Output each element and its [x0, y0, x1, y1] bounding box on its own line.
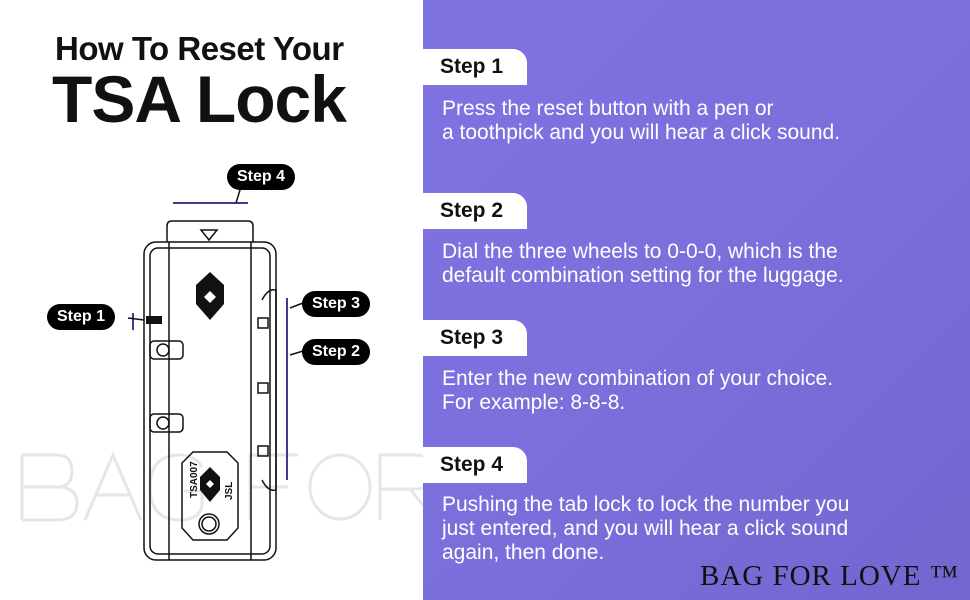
step-4-line: just entered, and you will hear a click … — [442, 517, 849, 540]
slot-1 — [149, 340, 184, 360]
step-1-label: Step 1 — [440, 55, 504, 78]
tab-lock — [166, 220, 254, 242]
step-4-tab: Step 4 — [423, 447, 527, 483]
step-1-tab: Step 1 — [423, 49, 527, 85]
step-2-line: default combination setting for the lugg… — [442, 264, 844, 287]
dial-wheels — [257, 288, 277, 492]
slot-2 — [149, 413, 184, 433]
watermark-letter-f — [248, 453, 298, 520]
lock-label-step4: Step 4 — [227, 164, 296, 190]
model-text: TSA007 — [189, 461, 200, 498]
tsa-lock-diagram: TSA007 JSL — [127, 189, 304, 561]
reset-button — [146, 316, 162, 324]
step-3-line: For example: 8-8-8. — [442, 391, 626, 414]
step4-leader — [235, 189, 241, 204]
step-2-label: Step 2 — [440, 199, 504, 222]
steps-panel — [423, 0, 970, 600]
step-4-line: again, then done. — [442, 541, 605, 564]
arrow-down-icon — [199, 229, 219, 242]
step-3-tab: Step 3 — [423, 320, 527, 356]
lock-label-step3: Step 3 — [302, 291, 371, 317]
step-1-line: a toothpick and you will hear a click so… — [442, 121, 841, 144]
lock-label-step1: Step 1 — [47, 304, 116, 330]
watermark-letter-o — [308, 453, 372, 521]
brand-text: JSL — [224, 482, 235, 500]
step-4-line: Pushing the tab lock to lock the number … — [442, 493, 850, 516]
step-3-label: Step 3 — [440, 326, 504, 349]
step-3-text: Enter the new combination of your choice… — [442, 367, 833, 415]
watermark-letter-b — [20, 453, 79, 522]
step-1-text: Press the reset button with a pen or a t… — [442, 97, 840, 145]
step-1-line: Press the reset button with a pen or — [442, 97, 774, 120]
step-4-text: Pushing the tab lock to lock the number … — [442, 493, 849, 565]
lock-label-step2: Step 2 — [302, 339, 371, 365]
step-2-text: Dial the three wheels to 0-0-0, which is… — [442, 240, 844, 288]
step-3-line: Enter the new combination of your choice… — [442, 367, 834, 390]
step-4-label: Step 4 — [440, 453, 504, 476]
brand-logo: BAG FOR LOVE ™ — [700, 560, 960, 592]
lock-diamond-logo — [196, 272, 224, 320]
title-line-2: TSA Lock — [52, 62, 347, 136]
step-2-tab: Step 2 — [423, 193, 527, 229]
tsa-keyhole-plate — [181, 451, 239, 541]
keyhole-icon — [198, 513, 220, 535]
title-line-1: How To Reset Your — [55, 30, 344, 67]
watermark-letter-a — [83, 451, 143, 521]
watermark-letter-r — [378, 453, 423, 520]
step-2-line: Dial the three wheels to 0-0-0, which is… — [442, 240, 838, 263]
